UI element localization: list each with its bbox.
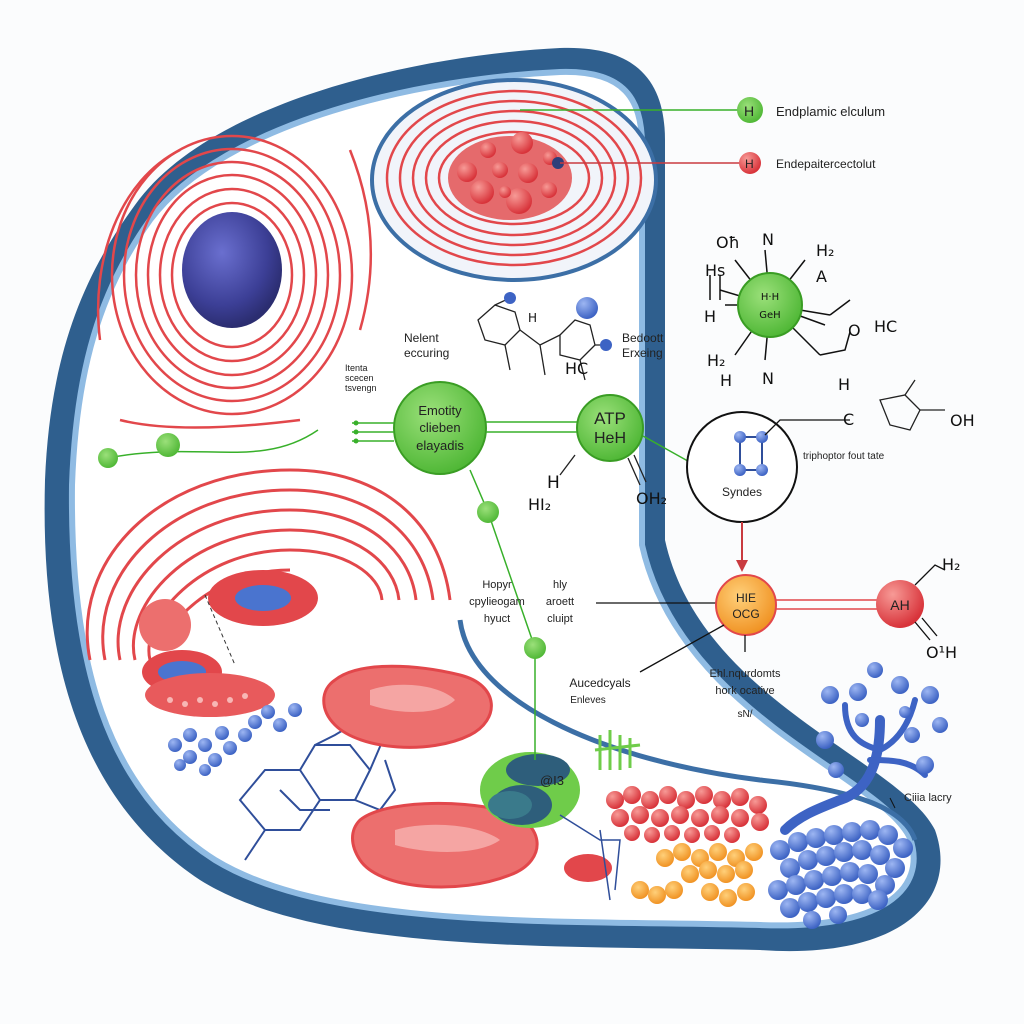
golgi-apparatus (480, 730, 641, 828)
er-red-marker (739, 152, 761, 174)
chem-text: H (547, 473, 560, 493)
rough-er-around-nucleus (96, 134, 373, 429)
chem-text: O¹H (926, 643, 957, 662)
chem-text: H (838, 375, 850, 394)
chem-text: Hs (705, 261, 725, 280)
chem-text: C (843, 410, 854, 429)
chem-text: OH₂ (636, 489, 667, 508)
green-node-left (98, 448, 118, 468)
chem-text: H₂ (816, 241, 834, 260)
atp-label: HeH (594, 430, 626, 447)
bedoott-label: Erxeing (622, 346, 663, 360)
hie-label: HIE (736, 591, 756, 605)
golgi-tag: @I3 (540, 773, 564, 788)
inner-membrane (457, 619, 918, 841)
molecule-sketch-right (879, 379, 945, 431)
chem-text: H₂ (707, 351, 725, 370)
chem-text: H (720, 371, 732, 390)
chem-text: HC (874, 317, 897, 336)
hopyr-label: Hopyr (482, 579, 512, 591)
mitochondrion-lower (142, 650, 275, 717)
blue-atom (504, 292, 516, 304)
orange-beads (631, 843, 763, 907)
small-label: tsvengn (345, 383, 377, 393)
green-node-low (524, 637, 546, 659)
green-node-mid (477, 501, 499, 523)
ah-node (876, 580, 924, 628)
chem-text: Oħ (716, 233, 740, 252)
ah-label: AH (890, 597, 909, 613)
aucedcyals-label: Enleves (570, 695, 606, 706)
cell-cytoplasm (68, 68, 917, 929)
nelent-label: eccuring (404, 346, 449, 360)
er-bottom-label: Endepaitercectolut (776, 157, 876, 171)
chem-text: H (528, 311, 537, 325)
er-top-label: Endplamic elculum (776, 104, 885, 119)
atp-node (576, 394, 644, 462)
chem-text: GeH (759, 310, 780, 321)
svg-text:H: H (745, 157, 754, 171)
green-node-left-2 (156, 433, 180, 457)
small-label: scecen (345, 373, 374, 383)
small-label: Itenta (345, 363, 368, 373)
chem-text: N (762, 230, 774, 249)
blue-atom (600, 339, 612, 351)
hie-label: OCG (732, 607, 759, 621)
chem-text: HC (565, 359, 588, 378)
atp-label: ATP (594, 409, 626, 428)
aucedcyals-label: Aucedcyals (569, 676, 630, 690)
hie-node (715, 574, 777, 636)
blue-network (238, 718, 397, 861)
chem-text: O (848, 321, 861, 340)
enzyme-label: clieben (419, 420, 460, 435)
triphoptor-label: triphoptor fout tate (803, 451, 885, 462)
hly-label: cluipt (547, 613, 573, 625)
chem-text: H₂ (942, 555, 960, 574)
top-organelle (370, 78, 658, 282)
ehl-label: Ehl.nqurdomts (710, 668, 781, 680)
mitochondrion-upper (208, 570, 318, 626)
ciiia-label: Ciiia lacry (904, 792, 952, 804)
rough-er-stacks (85, 468, 452, 661)
hopyr-label: hyuct (484, 613, 510, 625)
er-green-marker (737, 97, 763, 123)
syndes-label: Syndes (722, 485, 762, 499)
blue-atom (576, 297, 598, 319)
hly-label: aroett (546, 596, 574, 608)
chem-text: HI₂ (528, 495, 551, 514)
chem-text: H·H (761, 292, 779, 303)
red-beads (606, 786, 769, 843)
small-red-body (564, 854, 612, 882)
chem-text: N (762, 369, 774, 388)
chem-text: OH (950, 411, 975, 430)
svg-text:H: H (744, 103, 754, 119)
ehl-label: sN/ (738, 709, 753, 720)
enzyme-node (393, 381, 487, 475)
red-vesicle (139, 599, 191, 651)
hopyr-label: cpylieogam (469, 596, 525, 608)
nucleus (182, 212, 282, 328)
blue-beads-left (168, 703, 302, 776)
nelent-label: Nelent (404, 331, 439, 345)
syndes-molecule (734, 431, 768, 476)
ehl-label: hork ocative (715, 685, 774, 697)
blue-branch-structure (768, 662, 948, 929)
enzyme-label: Emotity (418, 403, 462, 418)
bedoott-label: Bedoott (622, 331, 664, 345)
chem-text: A (816, 267, 827, 286)
green-molecule-hub (709, 249, 851, 361)
hly-label: hly (553, 579, 568, 591)
enzyme-label: elayadis (416, 438, 464, 453)
chem-text: H (704, 307, 716, 326)
